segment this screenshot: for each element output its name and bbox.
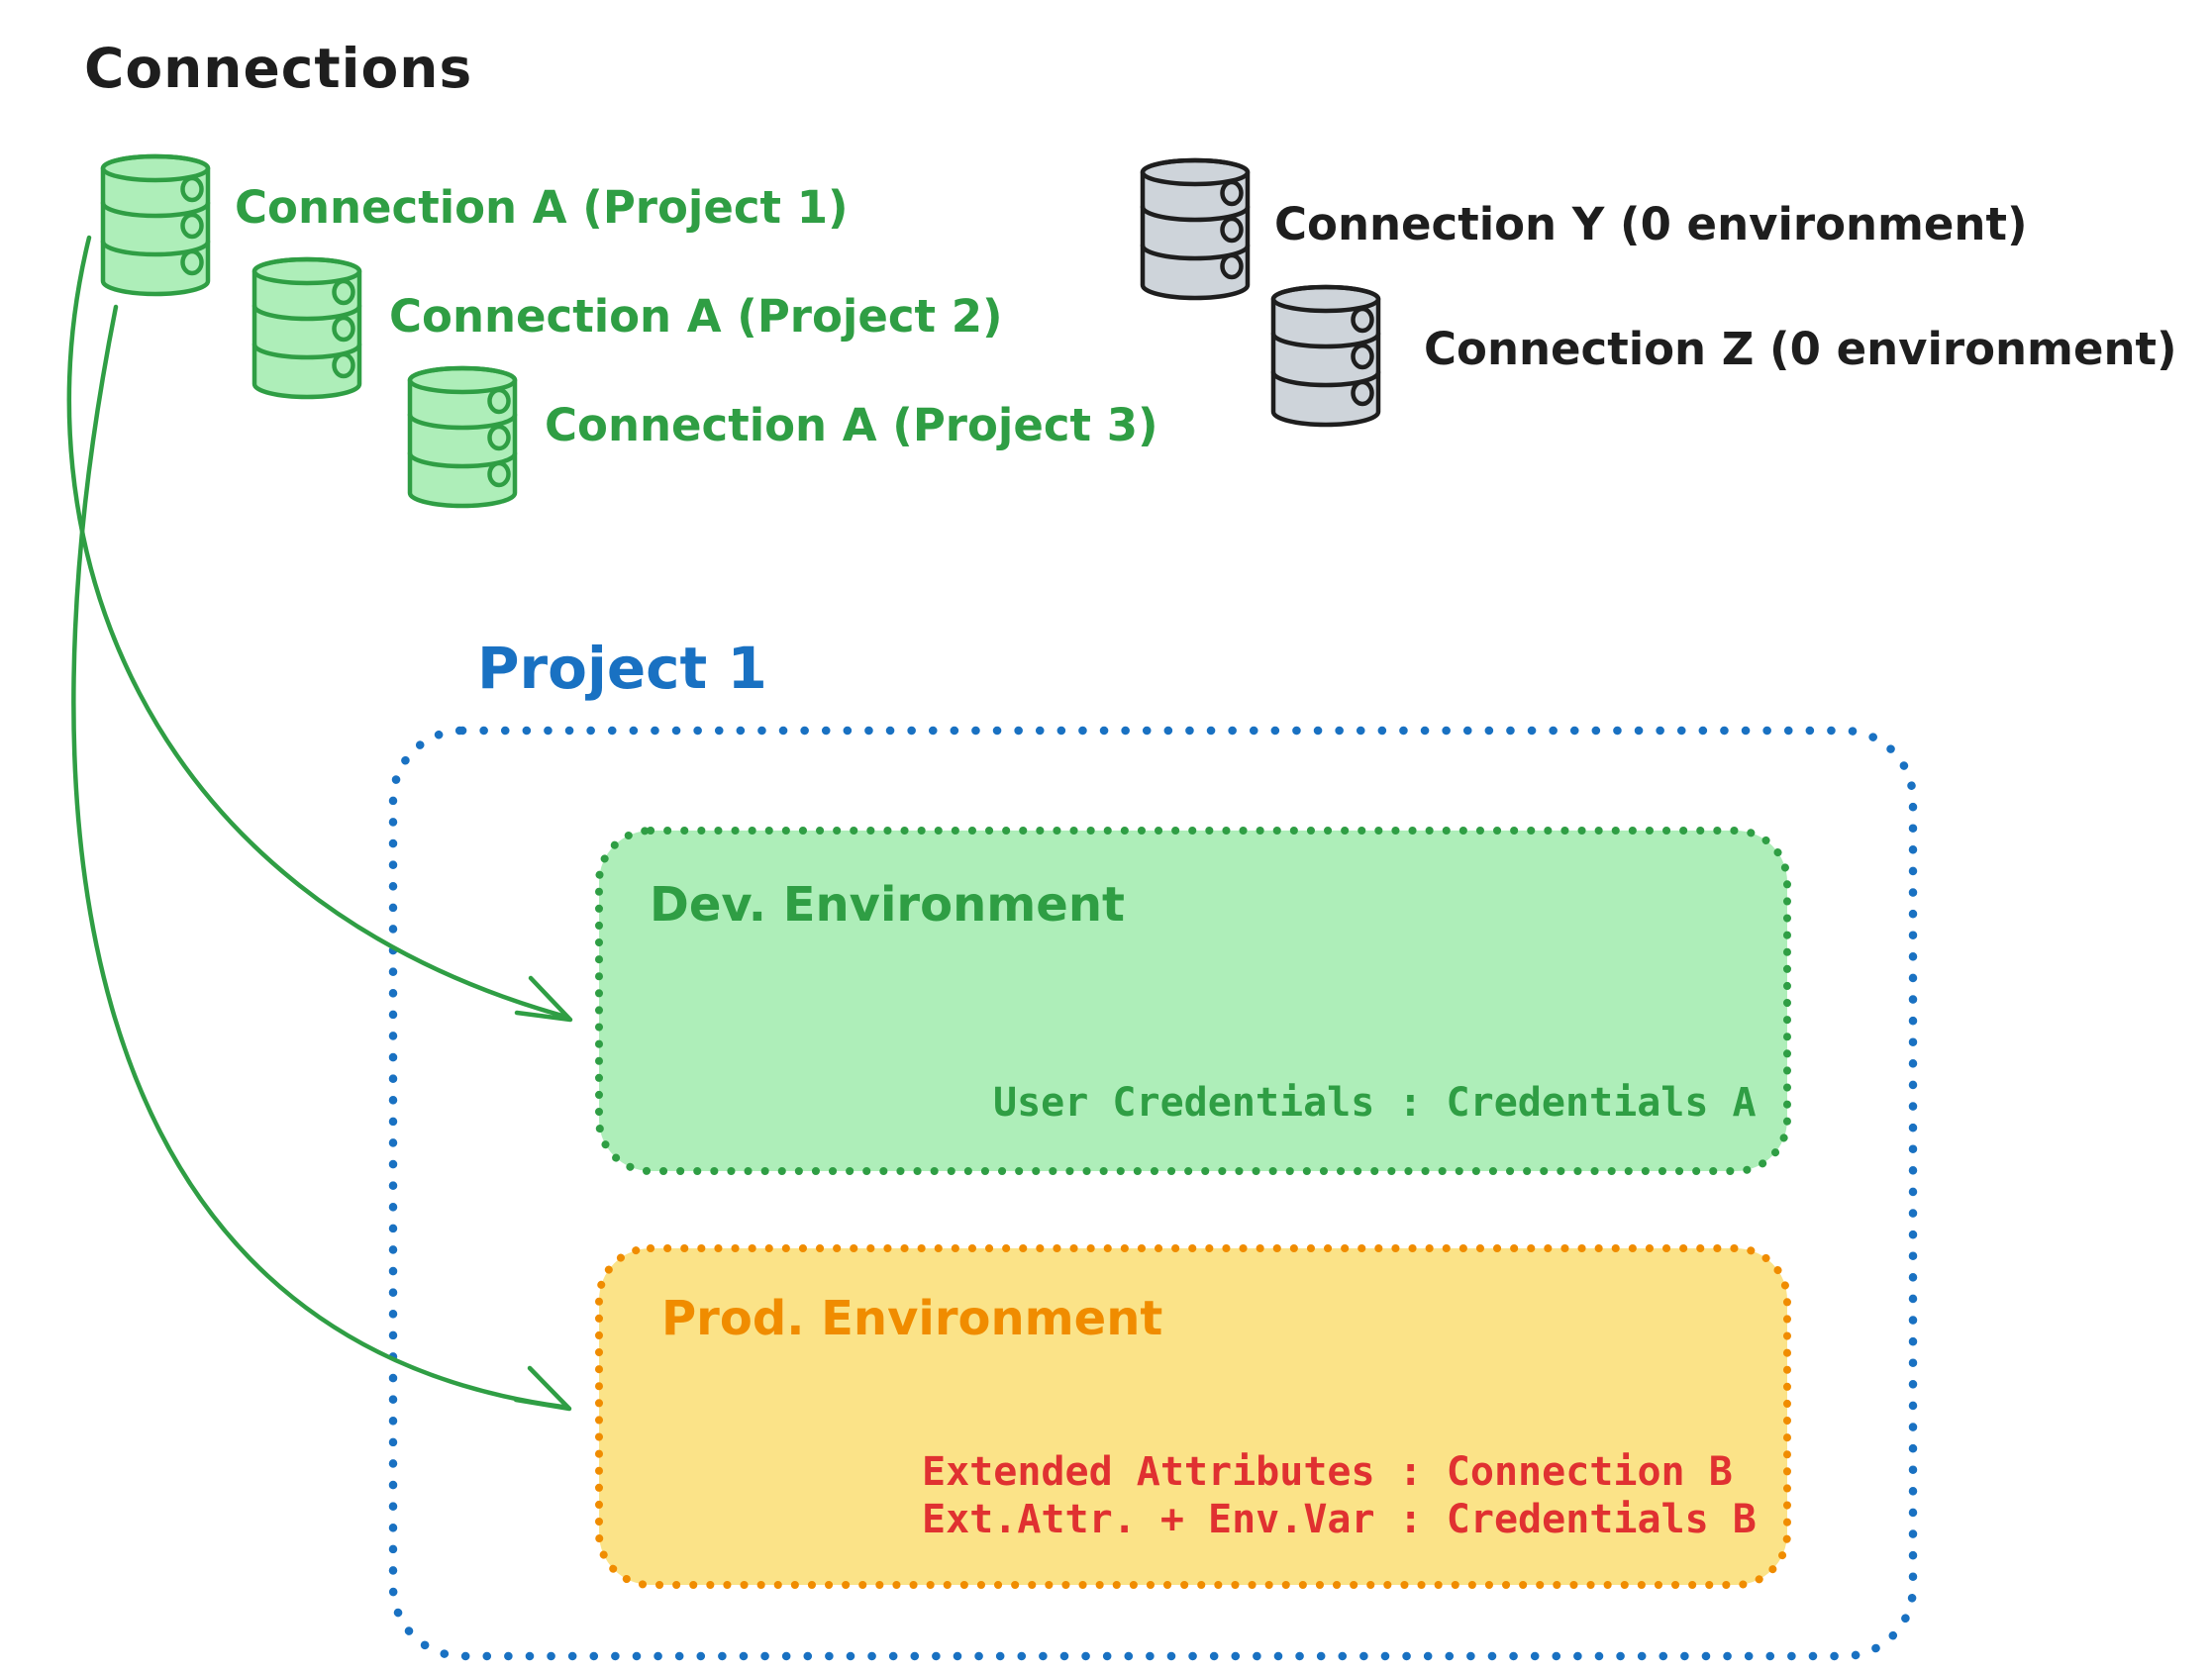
database-icon <box>1273 287 1378 425</box>
prod-credentials-line-1: Extended Attributes : Connection B <box>922 1449 1733 1495</box>
database-icon <box>103 156 208 294</box>
connection-y-item: Connection Y (0 environment) <box>1143 160 2028 298</box>
prod-credentials-line-2: Ext.Attr. + Env.Var : Credentials B <box>922 1497 1757 1542</box>
connection-label: Connection Z (0 environment) <box>1424 323 2177 375</box>
database-icon <box>1143 160 1248 298</box>
database-icon <box>254 259 359 397</box>
connection-z-item: Connection Z (0 environment) <box>1273 287 2177 425</box>
connection-label: Connection A (Project 1) <box>235 181 849 234</box>
dev-environment-border <box>595 827 1791 1175</box>
arrowhead-icon <box>514 975 573 1023</box>
dev-environment-box: Dev. Environment User Credentials : Cred… <box>595 827 1791 1175</box>
connection-a-project-1-item: Connection A (Project 1) <box>103 156 849 294</box>
connection-a-project-2-item: Connection A (Project 2) <box>254 259 1003 397</box>
diagram-title: Connections <box>84 37 472 100</box>
dev-credentials-line: User Credentials : Credentials A <box>993 1080 1757 1126</box>
connection-arrows <box>66 235 573 1412</box>
arrow-connection-a-to-prod-environment <box>71 304 572 1412</box>
connection-label: Connection A (Project 3) <box>545 399 1158 451</box>
project-boundary <box>388 726 1918 1661</box>
arrow-connection-a-to-dev-environment <box>66 235 573 1023</box>
prod-environment-box: Prod. Environment Extended Attributes : … <box>595 1244 1791 1589</box>
prod-environment-title: Prod. Environment <box>661 1291 1162 1346</box>
connection-label: Connection A (Project 2) <box>389 290 1003 343</box>
arrowhead-icon <box>513 1365 572 1412</box>
project-title: Project 1 <box>477 635 767 702</box>
dev-environment-title: Dev. Environment <box>650 877 1125 933</box>
project-1-group: Project 1 Dev. Environment User Credenti… <box>388 635 1918 1661</box>
connection-label: Connection Y (0 environment) <box>1274 198 2028 250</box>
connection-a-project-3-item: Connection A (Project 3) <box>410 368 1158 506</box>
prod-environment-border <box>595 1244 1791 1589</box>
database-icon <box>410 368 515 506</box>
